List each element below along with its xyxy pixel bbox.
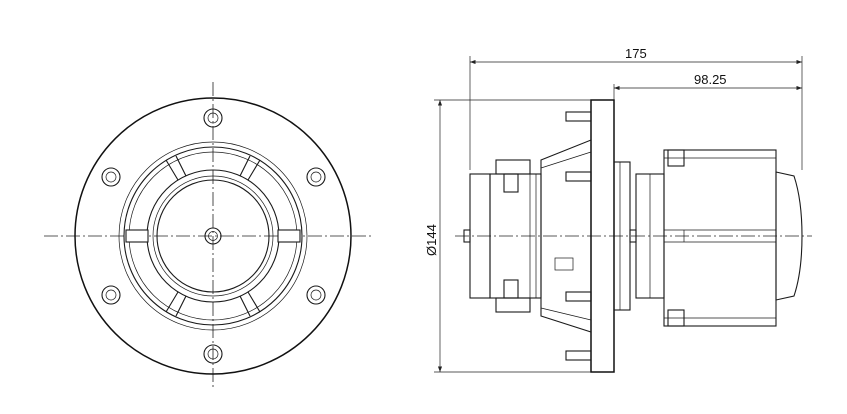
radial-slots bbox=[125, 155, 301, 317]
rear-cap bbox=[775, 171, 803, 301]
housing-circle bbox=[123, 146, 303, 326]
dim-partial-length: 98.25 bbox=[694, 72, 727, 87]
cone-slot bbox=[554, 257, 574, 271]
side-view bbox=[455, 99, 812, 373]
center-bore-inner bbox=[208, 231, 218, 241]
flange-outer-circle bbox=[74, 97, 352, 375]
center-bore-outer bbox=[204, 227, 222, 245]
dim-flange-diameter: Ø144 bbox=[424, 224, 439, 256]
front-view bbox=[44, 82, 372, 390]
motor-body bbox=[663, 149, 777, 327]
front-nose bbox=[463, 229, 471, 243]
dimensions: 175 98.25 Ø144 bbox=[424, 46, 803, 373]
flange-step-circle bbox=[118, 141, 308, 331]
center-body-circle bbox=[156, 179, 270, 293]
dim-total-length: 175 bbox=[625, 46, 647, 61]
jaw-ring-inner bbox=[152, 175, 274, 297]
jaw-blocks bbox=[495, 159, 531, 313]
mounting-holes bbox=[101, 108, 326, 364]
